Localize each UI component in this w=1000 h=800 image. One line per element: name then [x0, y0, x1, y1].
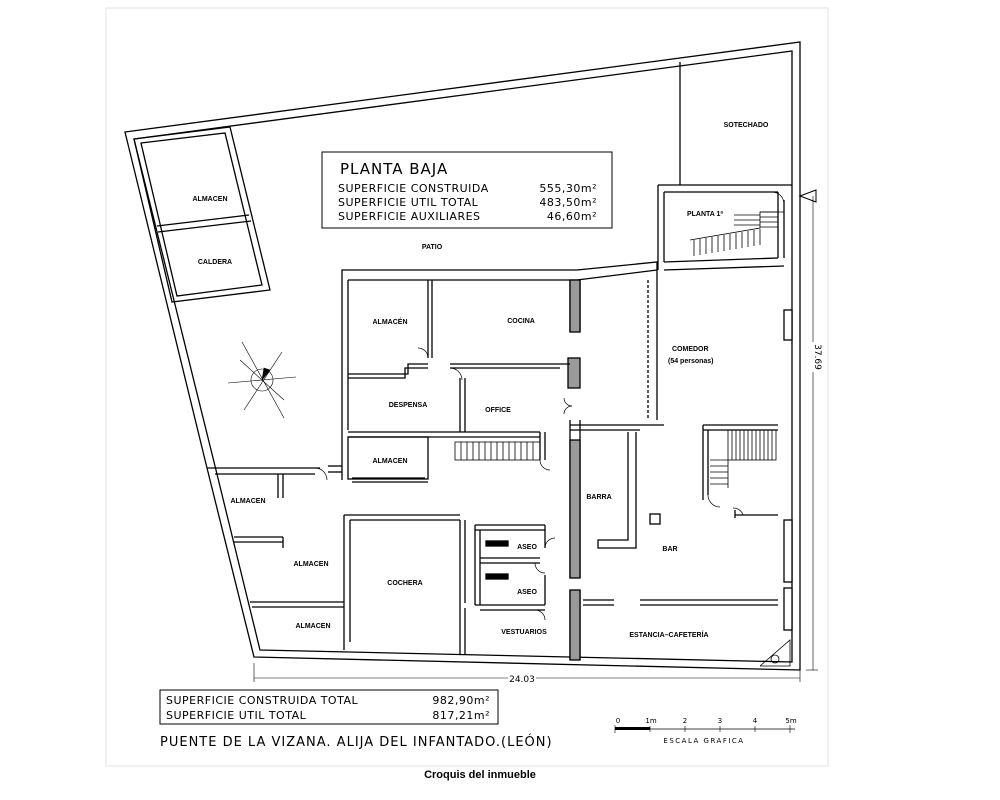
room-almacen-top: ALMACEN — [193, 196, 228, 203]
total-label-1: SUPERFICIE CONSTRUIDA TOTAL — [166, 694, 358, 707]
corner-fixture-icon — [759, 639, 791, 667]
drawing-frame — [105, 7, 829, 767]
room-almacen-b: ALMACEN — [373, 458, 408, 465]
interior-walls — [207, 257, 793, 661]
room-estancia-cafeteria: ESTANCIA–CAFETERÍA — [629, 630, 708, 639]
surface-label-2: SUPERFICIE UTIL TOTAL — [338, 196, 479, 209]
surface-label-1: SUPERFICIE CONSTRUIDA — [338, 182, 489, 195]
room-planta1: PLANTA 1ª — [687, 211, 723, 218]
entrance-arrow-icon — [798, 189, 817, 203]
room-almacen-a: ALMACÉN — [373, 317, 408, 326]
room-comedor-capacity: (54 personas) — [668, 358, 714, 365]
compass-rose-icon — [227, 341, 297, 419]
room-cocina: COCINA — [507, 318, 535, 325]
scale-tick-0: 0 — [616, 717, 620, 725]
door-swings — [314, 191, 785, 621]
room-labels: ALMACEN CALDERA PATIO SOTECHADO PLANTA 1… — [193, 122, 769, 639]
room-almacen-d: ALMACEN — [294, 561, 329, 568]
room-caldera: CALDERA — [198, 259, 232, 266]
stairs — [454, 211, 784, 488]
room-despensa: DESPENSA — [389, 402, 428, 409]
room-aseo-2: ASEO — [517, 589, 537, 596]
room-almacen-c: ALMACEN — [231, 498, 266, 505]
dimension-width: 24.03 — [253, 663, 801, 685]
image-caption: Croquis del inmueble — [424, 769, 536, 781]
plan-title: PLANTA BAJA — [340, 160, 448, 178]
planta-baja-box: PLANTA BAJA SUPERFICIE CONSTRUIDA 555,30… — [321, 151, 613, 229]
total-value-2: 817,21m² — [432, 709, 490, 722]
surface-value-3: 46,60m² — [547, 210, 597, 223]
totals-box: SUPERFICIE CONSTRUIDA TOTAL 982,90m² SUP… — [159, 689, 499, 725]
room-patio: PATIO — [422, 244, 443, 251]
graphic-scale: 0 1m 2 3 4 5m ESCALA GRAFICA — [614, 717, 797, 745]
dimension-height: 37.69 — [806, 196, 822, 671]
stair-planta1 — [689, 211, 784, 256]
dimension-height-label: 37.69 — [812, 344, 822, 370]
room-aseo-1: ASEO — [517, 544, 537, 551]
room-barra: BARRA — [586, 494, 611, 501]
scale-tick-3: 3 — [718, 717, 722, 725]
room-bar: BAR — [662, 546, 677, 553]
scale-label: ESCALA GRAFICA — [663, 737, 744, 745]
scale-tick-4: 4 — [753, 717, 758, 725]
room-comedor: COMEDOR — [672, 346, 709, 353]
room-office: OFFICE — [485, 407, 511, 414]
surface-value-2: 483,50m² — [539, 196, 597, 209]
room-sotechado: SOTECHADO — [724, 122, 769, 129]
stair-office — [454, 441, 541, 461]
stair-bar — [710, 429, 777, 488]
sotechado-walls — [657, 62, 792, 270]
room-vestuarios: VESTUARIOS — [501, 629, 547, 636]
total-value-1: 982,90m² — [432, 694, 490, 707]
scale-tick-5: 5m — [785, 717, 796, 725]
dimension-width-label: 24.03 — [509, 675, 535, 685]
scale-tick-2: 2 — [683, 717, 687, 725]
location-title: PUENTE DE LA VIZANA. ALIJA DEL INFANTADO… — [160, 734, 553, 750]
exterior-walls — [124, 41, 801, 671]
room-cochera: COCHERA — [387, 580, 422, 587]
surface-value-1: 555,30m² — [539, 182, 597, 195]
surface-label-3: SUPERFICIE AUXILIARES — [338, 210, 481, 223]
outbuilding-walls — [133, 126, 271, 303]
total-label-2: SUPERFICIE UTIL TOTAL — [166, 709, 307, 722]
scale-tick-1: 1m — [645, 717, 656, 725]
room-almacen-e: ALMACEN — [296, 623, 331, 630]
